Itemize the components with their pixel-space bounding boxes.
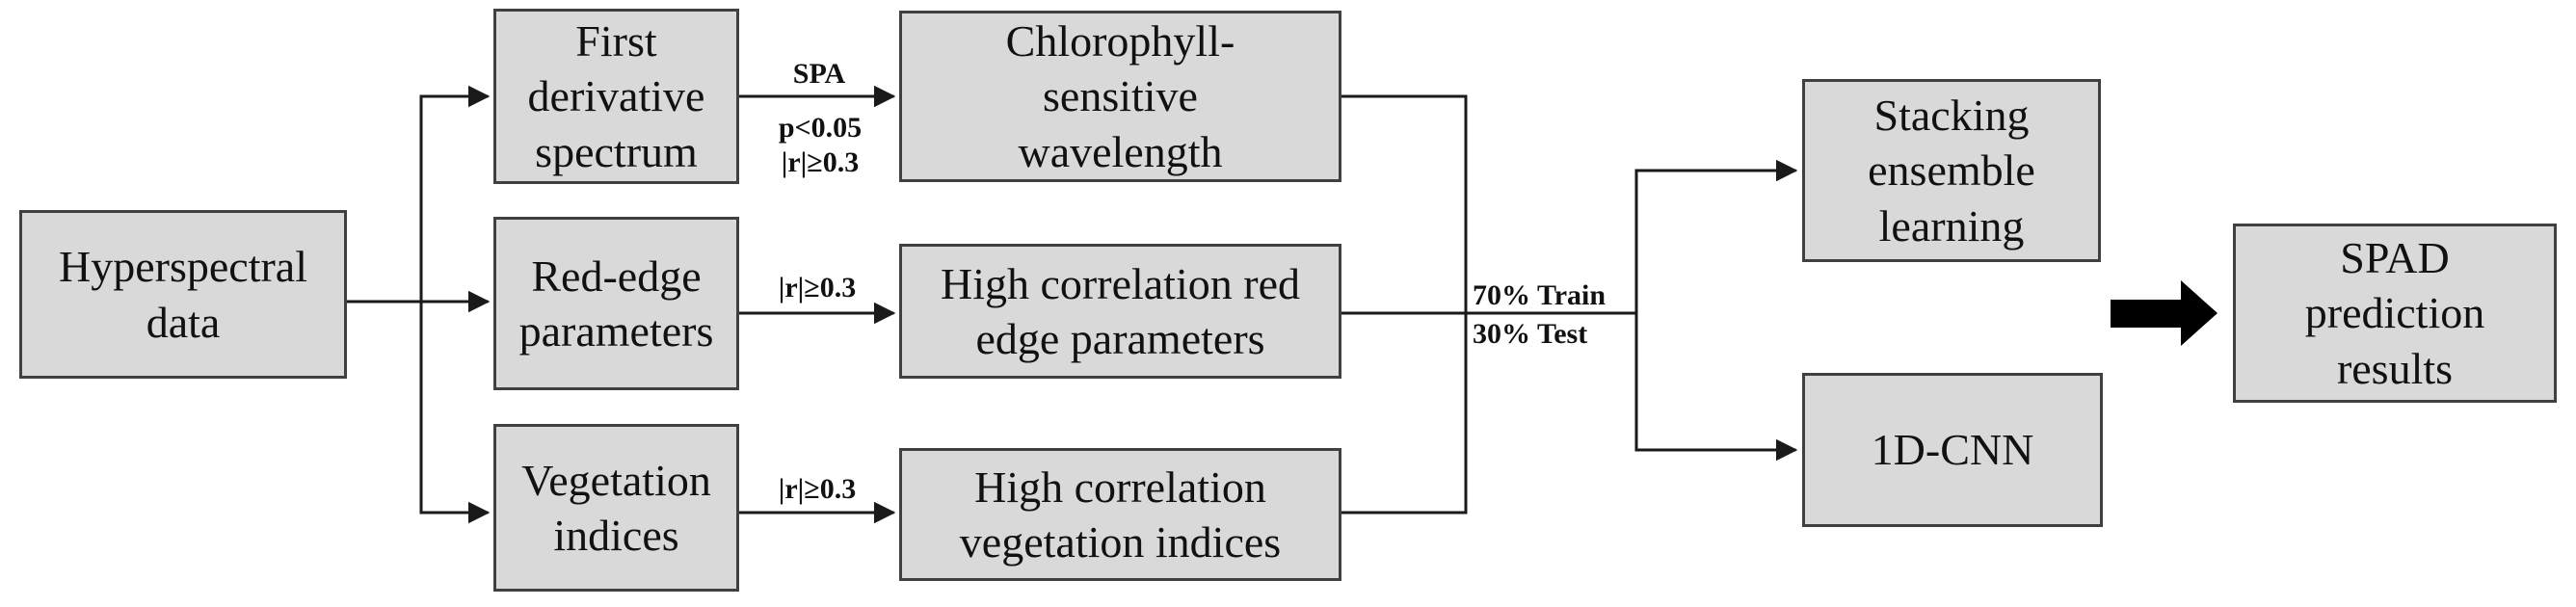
spad-prediction-results-box: SPAD prediction results <box>2233 224 2557 403</box>
vegetation-condition-label: |r|≥0.3 <box>778 473 857 505</box>
spa-edge-label: SPA <box>792 58 846 90</box>
stacking-ensemble-learning-box: Stacking ensemble learning <box>1802 79 2101 262</box>
hyperspectral-data-box: Hyperspectral data <box>19 210 347 379</box>
high-correlation-red-edge-box: High correlation red edge parameters <box>899 244 1341 379</box>
red-edge-condition-label: |r|≥0.3 <box>778 272 857 304</box>
first-derivative-spectrum-box: First derivative spectrum <box>493 9 739 184</box>
chlorophyll-sensitive-wavelength-box: Chlorophyll- sensitive wavelength <box>899 11 1341 182</box>
train-split-label: 70% Train <box>1473 279 1607 311</box>
red-edge-parameters-box: Red-edge parameters <box>493 217 739 390</box>
1d-cnn-box: 1D-CNN <box>1802 373 2103 527</box>
first-derivative-conditions-label: p<0.05 |r|≥0.3 <box>778 112 863 178</box>
vegetation-indices-box: Vegetation indices <box>493 424 739 592</box>
block-arrow-icon <box>2111 280 2217 346</box>
test-split-label: 30% Test <box>1473 318 1588 350</box>
high-correlation-vegetation-box: High correlation vegetation indices <box>899 448 1341 581</box>
